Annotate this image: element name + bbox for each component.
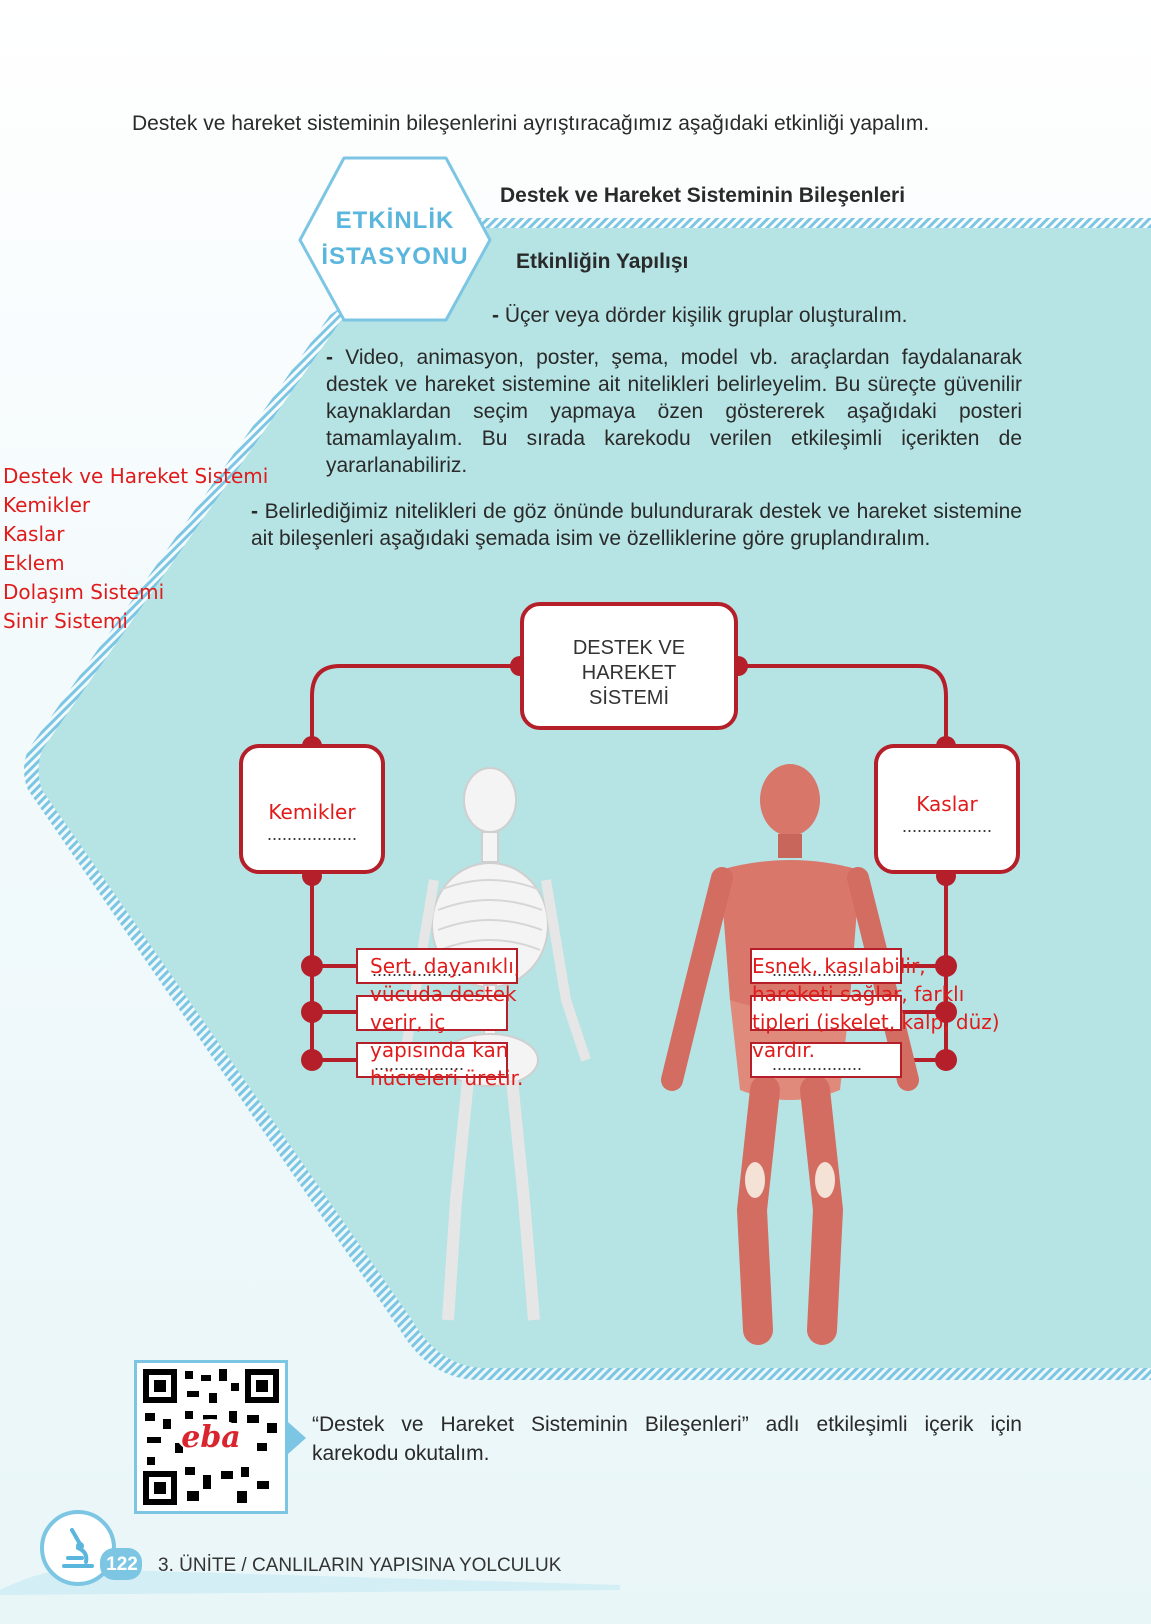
left-traits-handwriting: Sert, dayanıklı, vücuda destek verir, iç… [370,952,523,1092]
right-box-answer: Kaslar [916,792,978,816]
qr-arrow-icon [288,1422,306,1454]
right-trait-line: tipleri (iskelet, kalp, düz) [752,1010,1000,1034]
eba-logo: eba [181,1420,241,1455]
word-bank-item: Sinir Sistemi [3,609,128,633]
word-bank-item: Destek ve Hareket Sistemi [3,464,269,488]
right-trait-line: vardır. [752,1038,815,1062]
step-2: - Video, animasyon, poster, şema, model … [326,346,1022,477]
root-line-1: DESTEK VE [572,637,686,659]
step-3: - Belirlediğimiz nitelikleri de göz önün… [251,500,1022,550]
left-trait-box-2[interactable] [356,995,508,1031]
footer-wave [0,1567,620,1595]
left-trait-line: vücuda destek [370,982,517,1006]
right-trait-box-3[interactable] [750,1042,902,1078]
left-trait-line: hücreleri üretir. [370,1066,524,1090]
section-title: Etkinliğin Yapılışı [516,250,689,273]
right-trait-box-2[interactable] [750,995,902,1031]
activity-title: Destek ve Hareket Sisteminin Bileşenleri [500,184,906,207]
right-box-blank: .................. [901,816,993,836]
right-traits-handwriting: Esnek, kasılabilir, hareketi sağlar, far… [752,952,1000,1064]
hexagon-badge [298,156,492,322]
word-bank-item: Kaslar [3,522,65,546]
left-trait-line: yapısında kan [370,1038,509,1062]
qr-code-icon: eba [143,1369,279,1505]
left-trait-box-1[interactable] [356,948,518,984]
left-trait-line: Sert, dayanıklı, [370,954,521,978]
right-trait-line: hareketi sağlar, farklı [752,982,965,1006]
diagram-root-box: DESTEK VE HAREKET SİSTEMİ [520,602,738,730]
step-1: - Üçer veya dörder kişilik gruplar oluşt… [492,304,908,327]
diagram-left-box[interactable]: Kemikler .................. [239,744,385,874]
qr-instruction: “Destek ve Hareket Sisteminin Bileşenler… [312,1413,1022,1465]
word-bank-item: Eklem [3,551,65,575]
diagram-right-box[interactable]: Kaslar .................. [874,744,1020,874]
right-trait-blank: .................. [772,1054,863,1074]
left-trait-blank: .................. [372,960,463,980]
word-bank-item: Dolaşım Sistemi [3,580,165,604]
right-trait-line: Esnek, kasılabilir, [752,954,926,978]
microscope-icon [62,1528,94,1568]
badge-line-1: ETKİNLİK [335,207,455,234]
left-box-blank: .................. [266,824,358,844]
page-number: 122 [106,1554,138,1575]
activity-badge: ETKİNLİK İSTASYONU [300,203,490,275]
word-bank-item: Kemikler [3,493,91,517]
badge-line-2: İSTASYONU [321,243,469,270]
root-line-2: HAREKET [581,662,677,684]
right-trait-box-1[interactable] [750,948,902,984]
word-bank: Destek ve Hareket Sistemi Kemikler Kasla… [3,462,268,636]
left-trait-blank: .................. [374,1054,465,1074]
root-line-3: SİSTEMİ [588,687,669,709]
left-trait-line: verir, iç [370,1010,446,1034]
left-box-answer: Kemikler [268,800,356,824]
left-trait-box-3[interactable] [356,1042,508,1078]
intro-text: Destek ve hareket sisteminin bileşenleri… [132,112,930,135]
right-trait-blank: .................. [772,960,863,980]
qr-code[interactable]: eba [134,1360,288,1514]
unit-title: 3. ÜNİTE / CANLILARIN YAPISINA YOLCULUK [158,1555,562,1576]
